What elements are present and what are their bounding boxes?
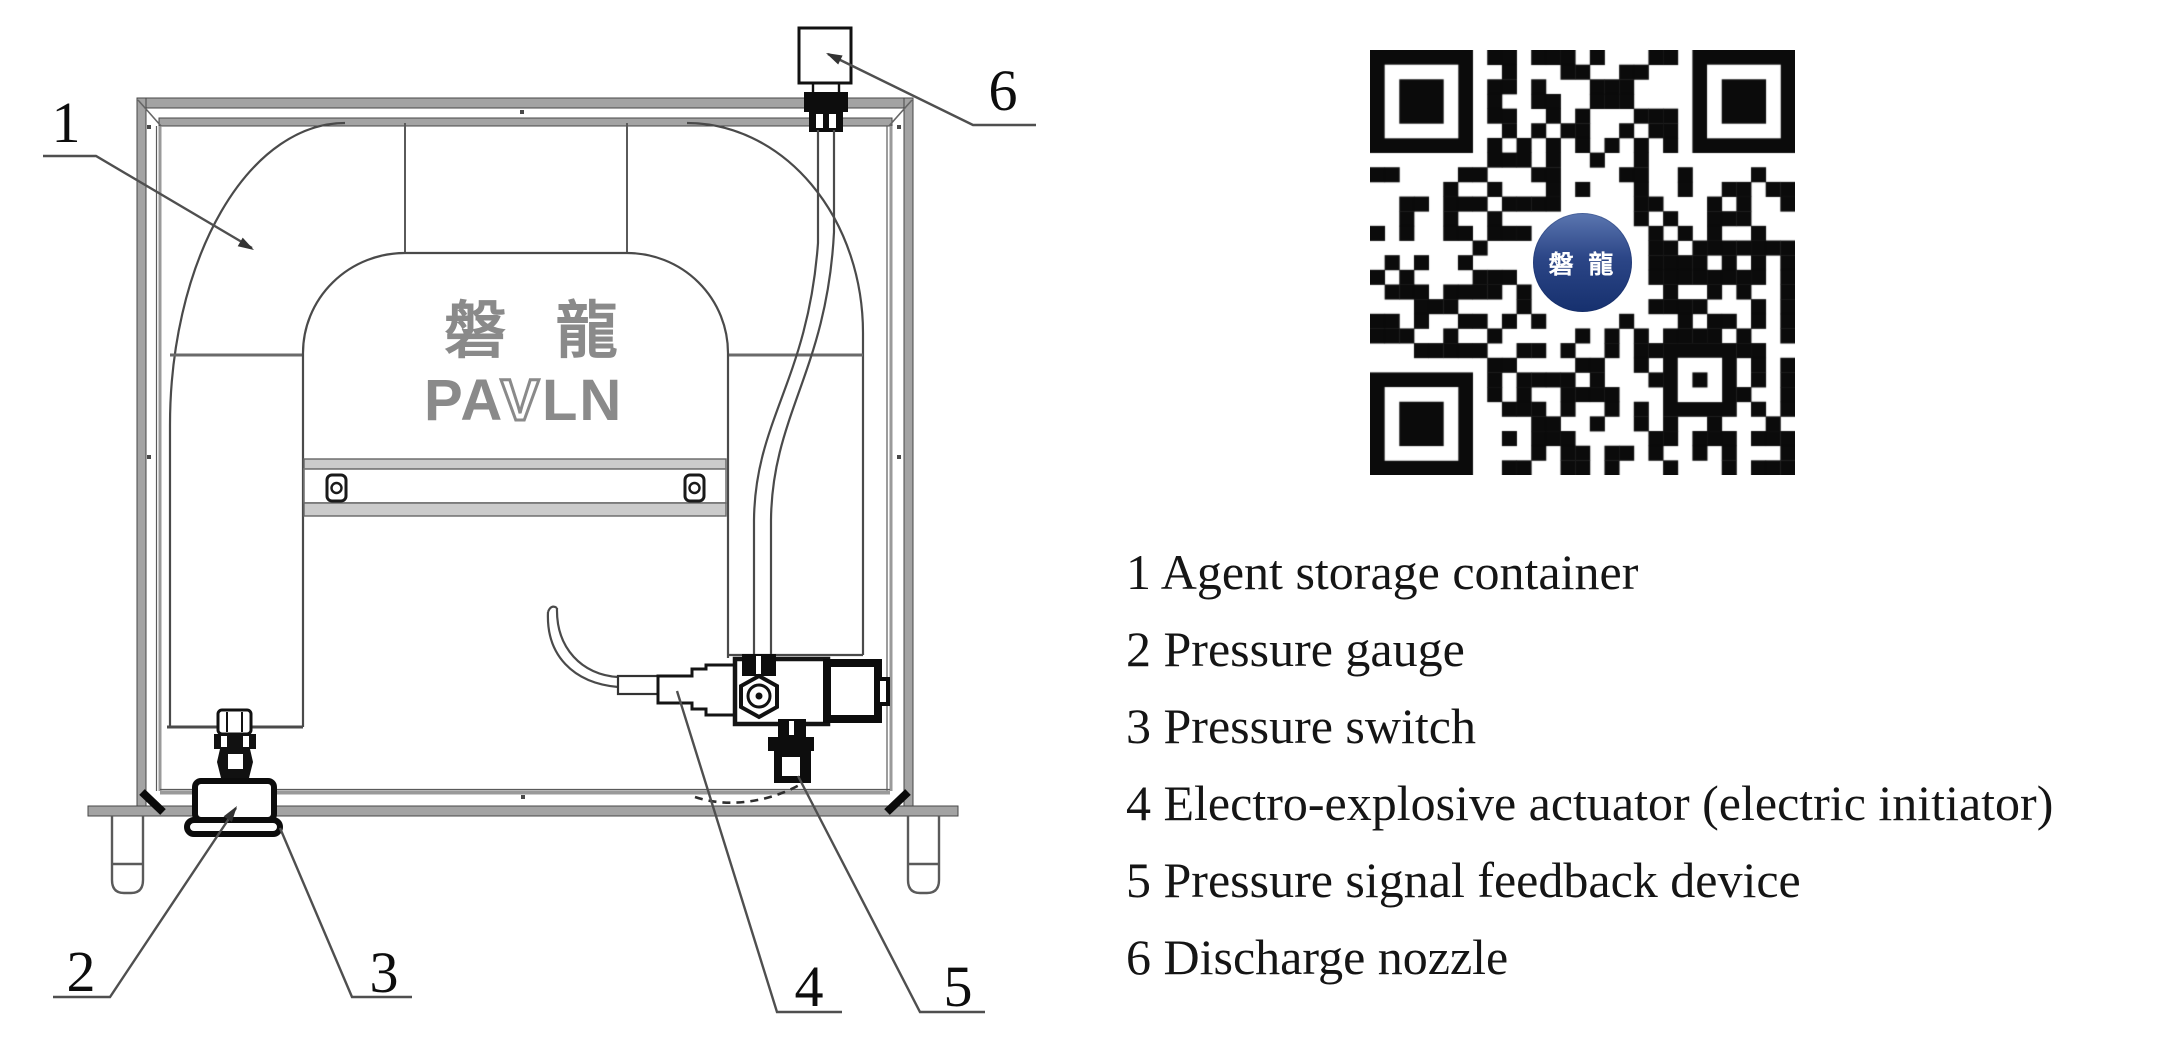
valve-assembly	[732, 654, 890, 727]
callout-1: 1	[43, 90, 254, 250]
base-plate	[87, 805, 959, 817]
legend-item-6: 6 Discharge nozzle	[1126, 919, 2176, 996]
bracket-screw-right	[683, 473, 706, 503]
legend-item-5-num: 5	[1126, 852, 1151, 908]
callout-2-label: 2	[67, 939, 96, 1004]
legend-item-3: 3 Pressure switch	[1126, 688, 2176, 765]
legend-item-2-label: Pressure gauge	[1163, 621, 1465, 677]
qr-center-logo: 磐 龍	[1533, 213, 1632, 312]
agent-storage-container	[167, 121, 865, 729]
legend: 1 Agent storage container 2 Pressure gau…	[1126, 534, 2176, 996]
mounting-bracket	[303, 458, 727, 517]
logo-pavln-ln: LN	[542, 368, 623, 433]
callout-4: 4	[675, 690, 842, 1019]
feedback-wire	[694, 781, 804, 804]
legend-item-6-label: Discharge nozzle	[1163, 929, 1509, 985]
legend-item-6-num: 6	[1126, 929, 1151, 985]
cabinet-legs	[110, 816, 941, 895]
discharge-nozzle	[797, 26, 853, 132]
callout-3-label: 3	[370, 940, 399, 1005]
legend-item-4-label: Electro-explosive actuator (electric ini…	[1163, 775, 2054, 831]
legend-item-5: 5 Pressure signal feedback device	[1126, 842, 2176, 919]
legend-item-2-num: 2	[1126, 621, 1151, 677]
arch-panel: 磐 龍 PA V LN	[301, 251, 730, 727]
callout-2: 2	[53, 806, 237, 1004]
cabinet-frame	[87, 97, 959, 817]
legend-item-1-label: Agent storage container	[1160, 544, 1639, 600]
legend-item-4: 4 Electro-explosive actuator (electric i…	[1126, 765, 2176, 842]
frame-screw-dots	[147, 110, 901, 799]
pressure-feedback-device	[694, 719, 814, 804]
legend-item-4-num: 4	[1126, 775, 1151, 831]
electro-explosive-actuator	[656, 663, 738, 717]
callout-4-label: 4	[795, 954, 824, 1019]
legend-item-3-num: 3	[1126, 698, 1151, 754]
logo-cjk-text: 磐 龍	[444, 294, 632, 367]
callout-3: 3	[278, 827, 412, 1005]
callout-5-label: 5	[944, 954, 973, 1019]
logo-pavln-v: V	[501, 368, 542, 433]
legend-item-1-num: 1	[1126, 544, 1151, 600]
callout-6-label: 6	[989, 58, 1018, 123]
nozzle-fitting	[804, 92, 848, 132]
callout-1-label: 1	[52, 90, 81, 155]
bracket-screw-left	[325, 473, 348, 503]
logo-pavln-pa: PA	[424, 368, 504, 433]
discharge-tube	[752, 130, 836, 657]
actuator-cable	[546, 605, 660, 696]
callout-6: 6	[826, 52, 1036, 127]
legend-item-5-label: Pressure signal feedback device	[1163, 852, 1801, 908]
legend-item-2: 2 Pressure gauge	[1126, 611, 2176, 688]
legend-item-1: 1 Agent storage container	[1126, 534, 2176, 611]
callout-5: 5	[796, 775, 985, 1019]
pressure-switch	[184, 778, 283, 837]
legend-item-3-label: Pressure switch	[1163, 698, 1476, 754]
pressure-gauge	[214, 708, 256, 778]
